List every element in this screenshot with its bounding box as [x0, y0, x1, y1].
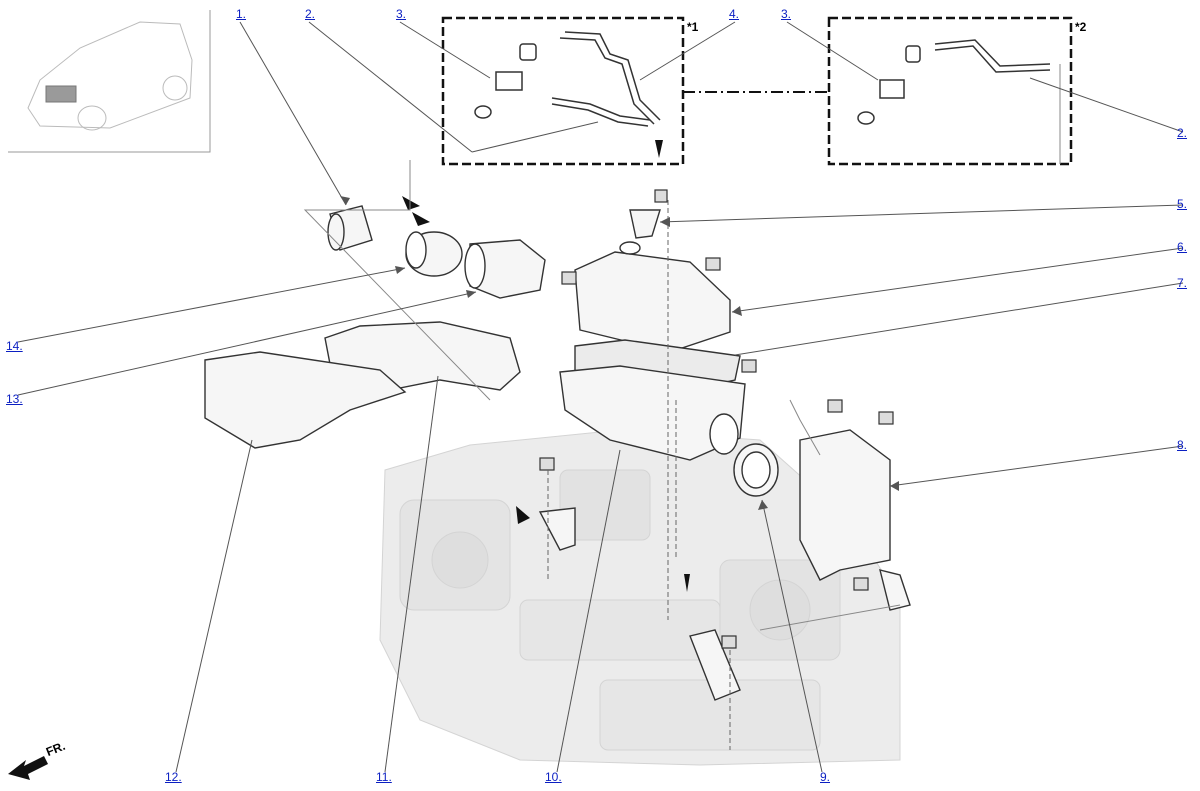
- callout-12[interactable]: 12.: [165, 770, 182, 784]
- callout-6[interactable]: 6.: [1177, 240, 1188, 254]
- callout-9[interactable]: 9.: [820, 770, 831, 784]
- callout-1[interactable]: 1.: [236, 7, 247, 21]
- intake-assembly: [204, 205, 911, 701]
- callout-11[interactable]: 11.: [376, 770, 392, 784]
- callout-8[interactable]: 8.: [1177, 438, 1188, 452]
- vehicle-thumbnail: [8, 10, 211, 153]
- callout-3-box1[interactable]: 3.: [396, 7, 407, 21]
- callout-7[interactable]: 7.: [1177, 276, 1188, 290]
- leader-arrowheads: [340, 196, 899, 510]
- callout-10[interactable]: 10.: [545, 770, 562, 784]
- variant-note-2: *2: [1075, 20, 1087, 34]
- callout-5[interactable]: 5.: [1177, 197, 1188, 211]
- callout-2-box2[interactable]: 2.: [1177, 126, 1188, 140]
- hose-parts-box1: [474, 31, 661, 127]
- callout-3-box2[interactable]: 3.: [781, 7, 792, 21]
- callout-13[interactable]: 13.: [6, 392, 23, 406]
- hose-parts-box2: [857, 39, 1051, 125]
- construction-lines: [303, 64, 1061, 631]
- leader-lines: [17, 21, 1184, 773]
- assembly-guides: [547, 200, 731, 750]
- variant-note-1: *1: [687, 20, 699, 34]
- front-arrow-icon: [8, 756, 48, 780]
- callout-2-top[interactable]: 2.: [305, 7, 316, 21]
- callout-14[interactable]: 14.: [6, 339, 23, 353]
- bolts: [539, 189, 894, 649]
- direction-arrows: [402, 140, 690, 592]
- engine-background: [379, 429, 901, 766]
- callout-4[interactable]: 4.: [729, 7, 740, 21]
